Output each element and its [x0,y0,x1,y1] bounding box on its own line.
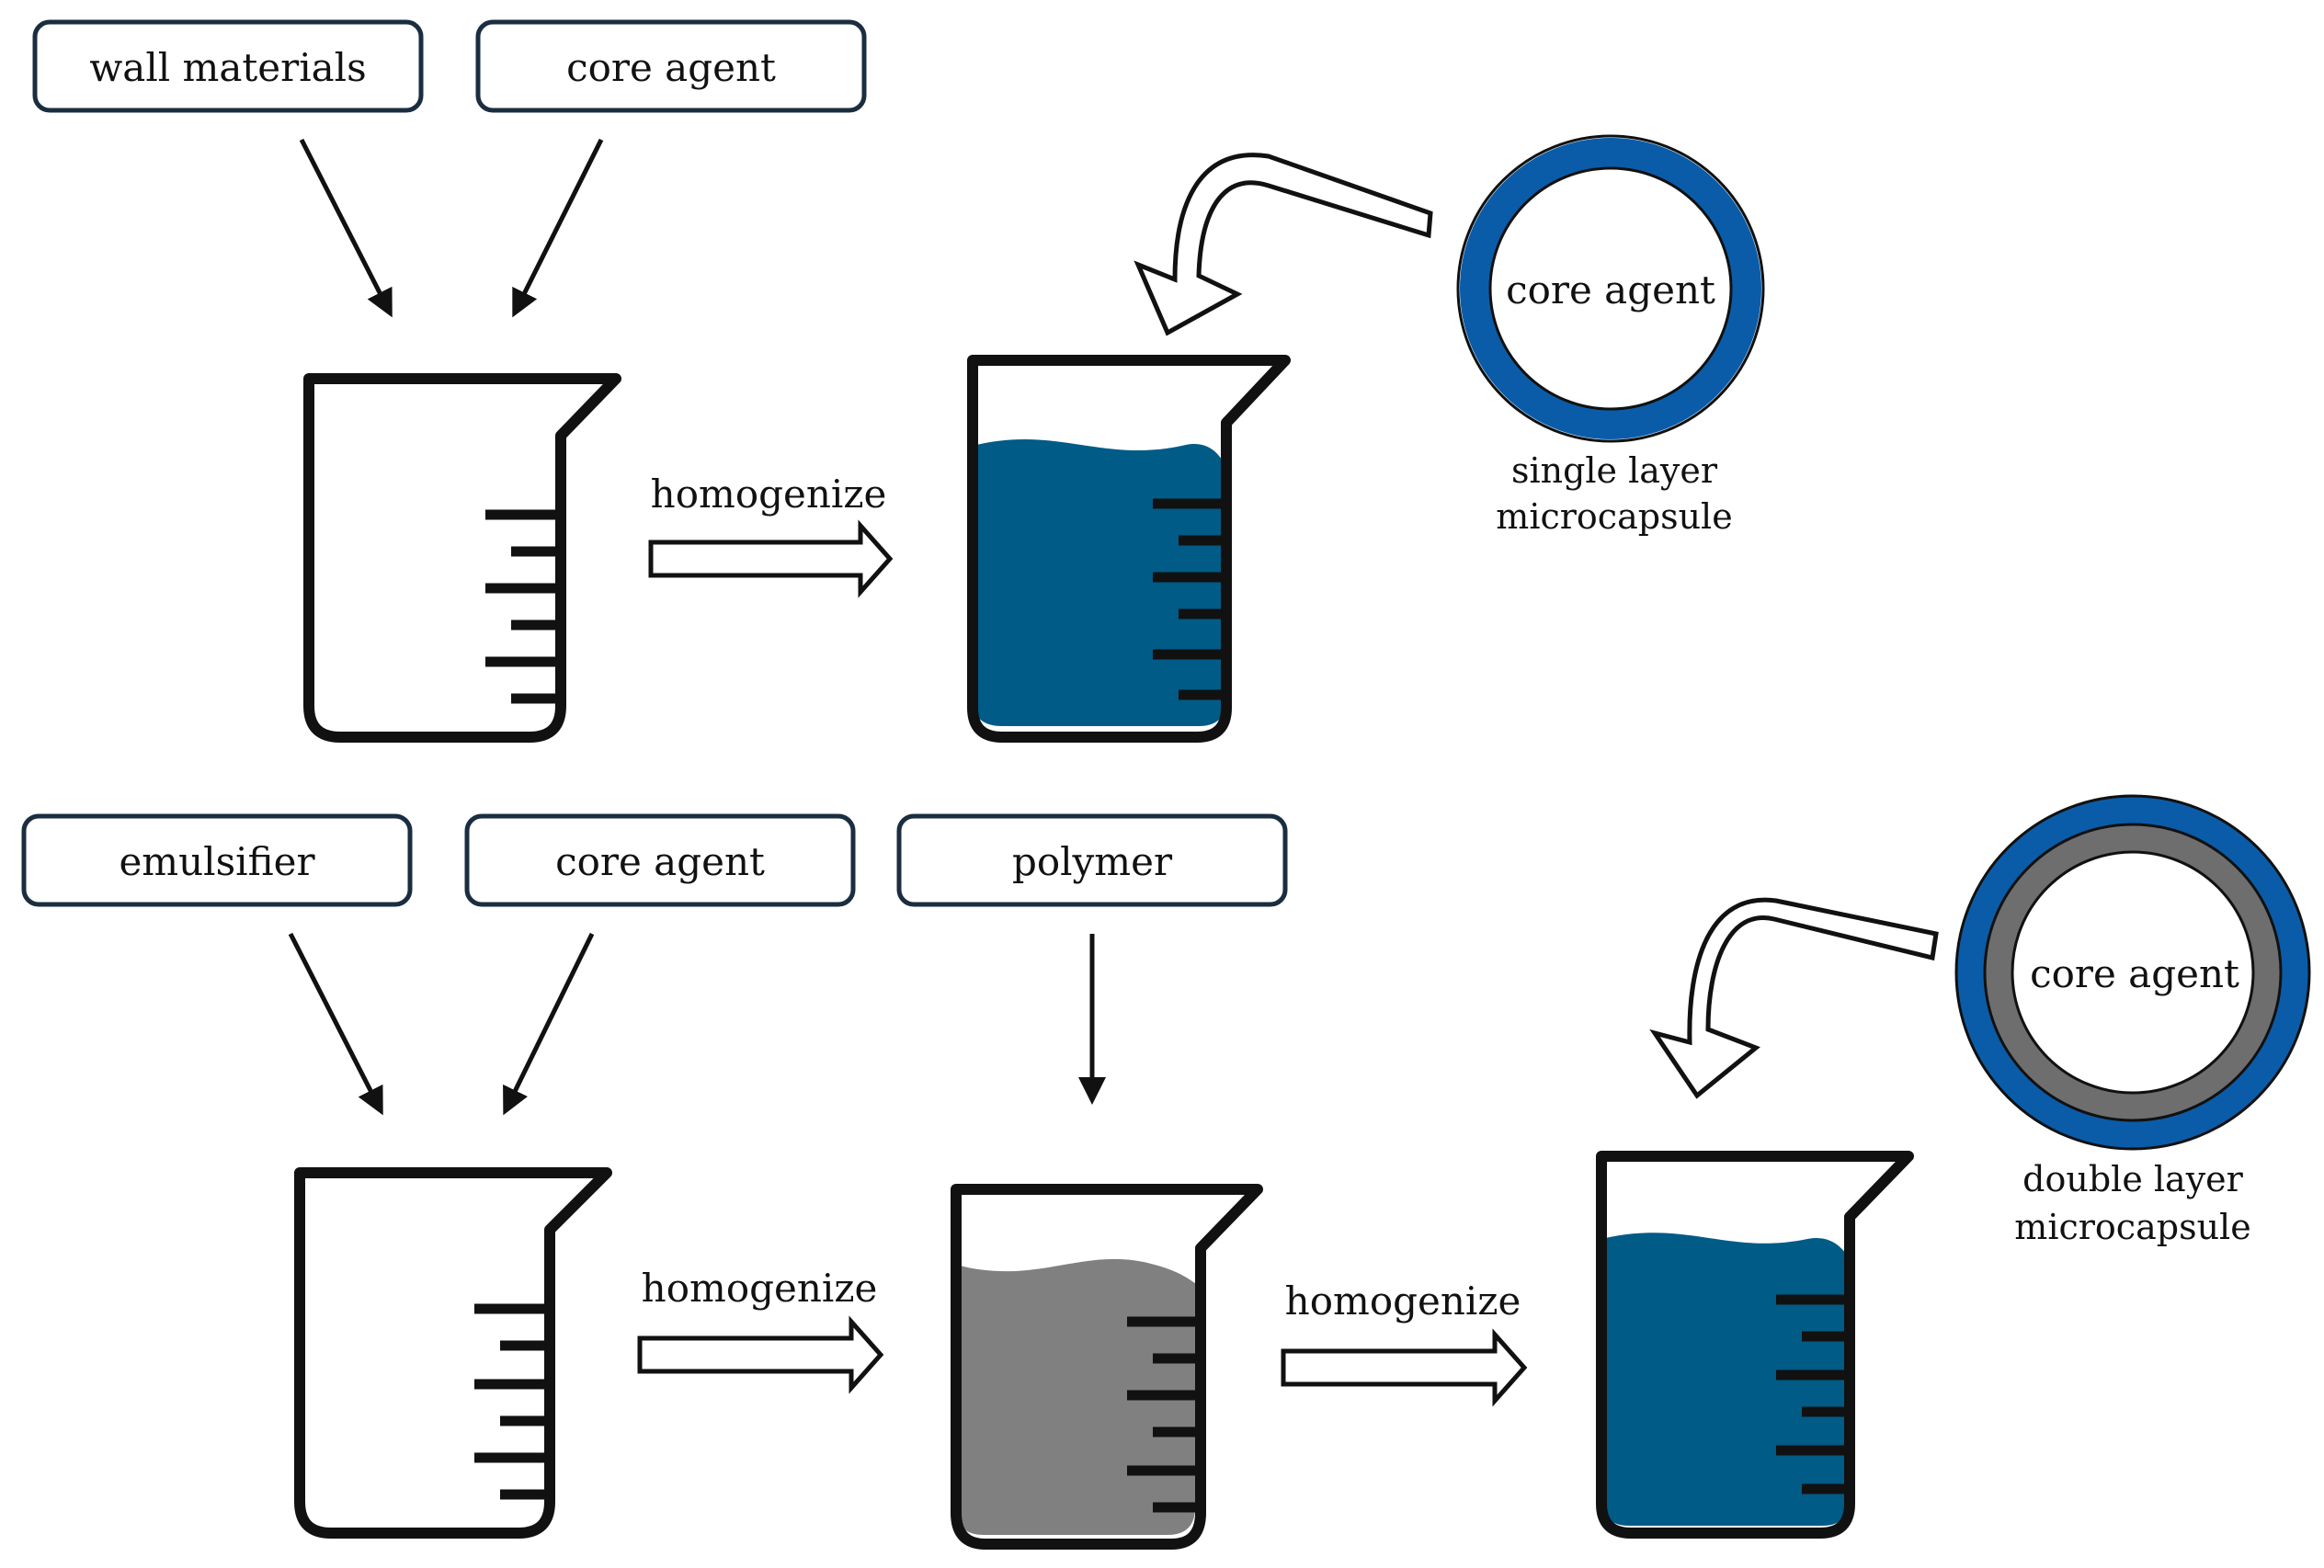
measure-marks [1127,1316,1201,1513]
empty-beaker-bottom [294,1167,612,1539]
grey-beaker [951,1184,1263,1550]
homogenize-arrow-bottom-2 [1281,1328,1528,1407]
wall-materials-label: wall materials [89,45,366,90]
empty-beaker-top [303,373,621,743]
homogenize-arrow-top [648,519,894,598]
blue-beaker-top [967,355,1291,743]
single-layer-capsule: core agent [1456,134,1765,443]
single-capsule-core-label: core agent [1506,267,1715,312]
core-agent-box-top: core agent [475,19,867,113]
double-layer-caption-line2: microcapsule [2014,1207,2250,1247]
polymer-label: polymer [1012,839,1173,884]
core-agent-label-top: core agent [566,45,776,90]
homogenize-label-top: homogenize [651,472,887,517]
feed-arrow-core-agent-top [512,138,604,318]
measure-marks [485,509,561,704]
feed-arrow-wall-materials [299,138,393,318]
measure-marks [1153,498,1226,700]
feed-arrow-core-agent-bottom [503,932,595,1116]
double-layer-capsule: core agent [1954,794,2311,1151]
homogenize-arrow-bottom-1 [637,1315,884,1394]
single-layer-caption-line2: microcapsule [1496,496,1732,537]
wall-materials-box: wall materials [32,19,424,113]
core-agent-label-bottom: core agent [555,839,765,884]
measure-marks [1776,1294,1850,1494]
measure-marks [474,1303,550,1500]
top-row: wall materials core agent homogenize [32,19,1765,743]
single-layer-caption-line1: single layer [1511,450,1718,491]
homogenize-label-bottom-2: homogenize [1285,1278,1521,1324]
bottom-row: emulsifier core agent polymer homogen [21,794,2311,1550]
polymer-box: polymer [896,813,1288,907]
emulsifier-box: emulsifier [21,813,413,907]
double-layer-caption-line1: double layer [2022,1159,2243,1199]
feed-arrow-emulsifier [288,932,383,1116]
curved-arrow-top-shape [1134,153,1433,336]
core-agent-box-bottom: core agent [464,813,856,907]
emulsifier-label: emulsifier [119,839,315,884]
homogenize-label-bottom-1: homogenize [642,1266,878,1311]
double-capsule-core-label: core agent [2030,951,2239,996]
blue-beaker-bottom [1596,1151,1914,1539]
curved-arrow-bottom-shape [1649,897,1939,1099]
